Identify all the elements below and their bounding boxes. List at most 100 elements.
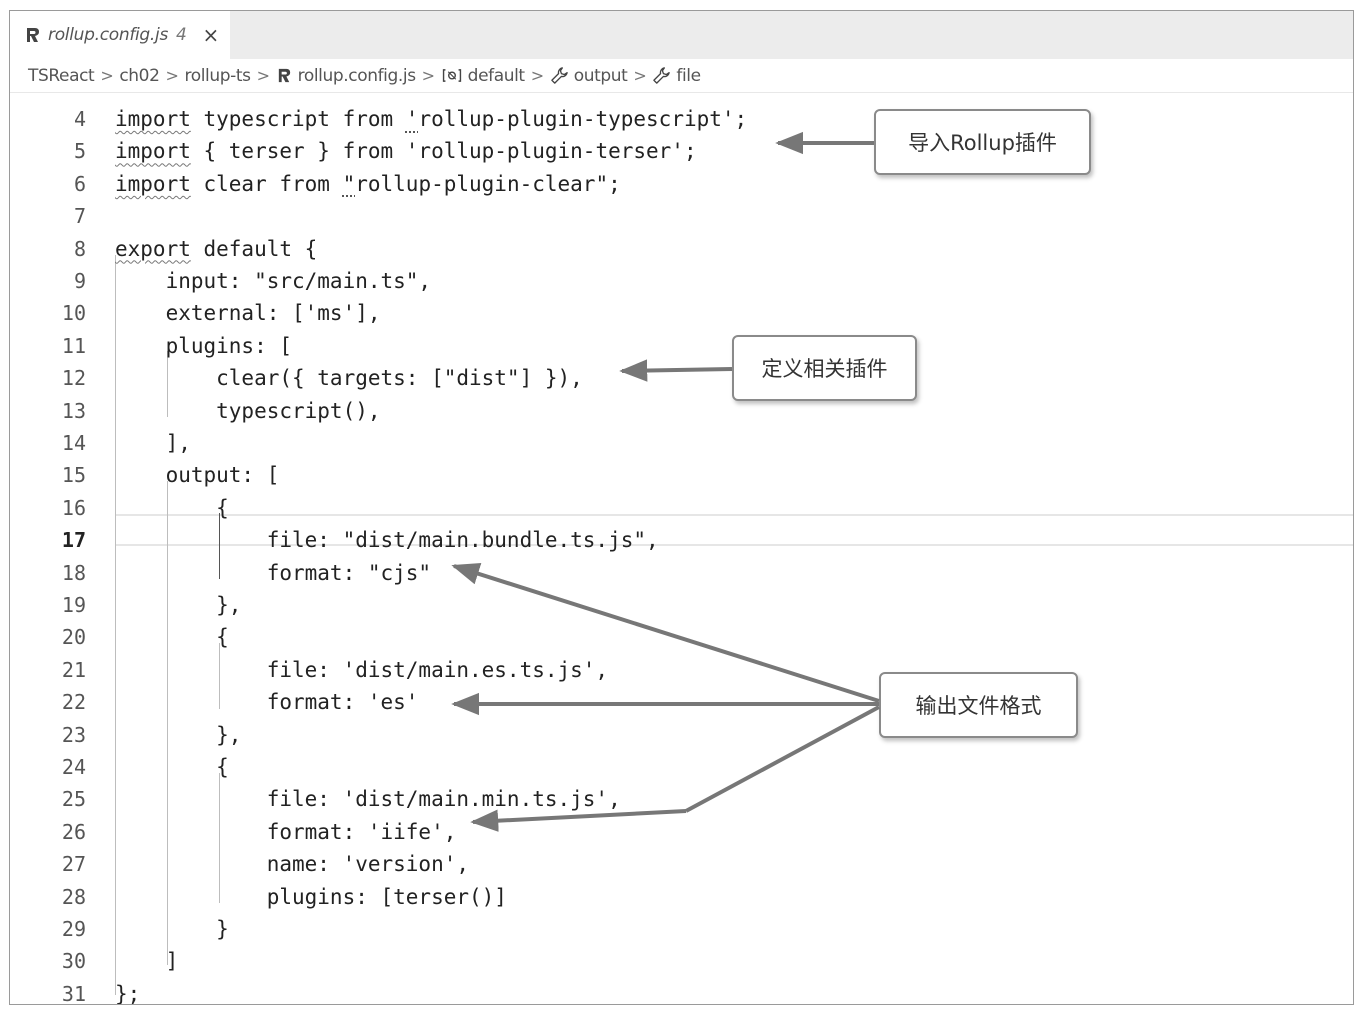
code-line[interactable]: 13 typescript(),: [10, 395, 1353, 427]
line-number: 14: [61, 431, 86, 455]
code-line[interactable]: 17 file: "dist/main.bundle.ts.js",: [10, 524, 1353, 556]
line-number: 6: [73, 171, 86, 196]
breadcrumb-item-file-property[interactable]: file: [652, 66, 701, 86]
code-text: ],: [115, 431, 191, 455]
code-line[interactable]: 8 export default {: [10, 233, 1353, 265]
line-number: 7: [73, 204, 86, 229]
code-text: };: [115, 981, 141, 1005]
line-number: 21: [61, 657, 86, 682]
line-number: 9: [73, 269, 86, 293]
callout-output-formats: 输出文件格式: [879, 672, 1078, 738]
line-number: 19: [61, 593, 86, 617]
code-text: export default {: [115, 236, 318, 261]
callout-import-plugins: 导入Rollup插件: [874, 109, 1091, 175]
code-line[interactable]: 7: [10, 200, 1353, 232]
breadcrumb-item-tsreact[interactable]: TSReact: [28, 65, 95, 86]
code-line[interactable]: 23 },: [10, 719, 1353, 751]
code-line[interactable]: 24 {: [10, 751, 1353, 783]
code-text: import clear from "rollup-plugin-clear";: [115, 171, 621, 196]
code-line[interactable]: 27 name: 'version',: [10, 848, 1353, 880]
indent-guide: [219, 643, 220, 709]
code-text: format: 'es': [115, 690, 419, 715]
breadcrumb-item-default[interactable]: default: [441, 66, 525, 86]
breadcrumb-item-output[interactable]: output: [550, 66, 628, 86]
line-number: 25: [61, 787, 86, 812]
code-line[interactable]: 10 external: ['ms'],: [10, 297, 1353, 329]
editor-window: rollup.config.js 4 × TSReact > ch02 > ro…: [9, 10, 1354, 1005]
code-text: name: 'version',: [115, 852, 470, 877]
code-text: file: "dist/main.bundle.ts.js",: [115, 528, 659, 553]
code-line[interactable]: 31};: [10, 978, 1353, 1005]
line-number: 12: [61, 366, 86, 391]
code-line[interactable]: 9 input: "src/main.ts",: [10, 265, 1353, 297]
line-number: 23: [61, 722, 86, 747]
code-text: external: ['ms'],: [115, 301, 381, 326]
chevron-right-icon: >: [256, 66, 270, 85]
code-line[interactable]: 21 file: 'dist/main.es.ts.js',: [10, 654, 1353, 686]
code-line[interactable]: 22 format: 'es': [10, 686, 1353, 718]
code-text: }: [115, 917, 229, 941]
line-number: 31: [61, 981, 86, 1005]
breadcrumb-item-file-label: rollup.config.js: [297, 65, 416, 86]
line-number: 8: [73, 236, 86, 261]
code-text: plugins: [terser()]: [115, 884, 507, 909]
code-line[interactable]: 18 format: "cjs": [10, 557, 1353, 589]
code-line[interactable]: 29 }: [10, 913, 1353, 945]
callout-define-plugins: 定义相关插件: [732, 335, 917, 401]
line-number: 29: [61, 917, 86, 941]
indent-guide: [219, 773, 220, 903]
line-number: 18: [61, 560, 86, 585]
code-text: output: [: [115, 463, 280, 488]
code-line[interactable]: 15 output: [: [10, 459, 1353, 491]
code-line[interactable]: 14 ],: [10, 427, 1353, 459]
line-number: 20: [61, 625, 86, 650]
indent-guide: [115, 255, 116, 995]
code-text: file: 'dist/main.es.ts.js',: [115, 657, 609, 682]
code-line[interactable]: 4 import typescript from 'rollup-plugin-t…: [10, 103, 1353, 135]
chevron-right-icon: >: [421, 66, 435, 85]
tab-label: rollup.config.js: [48, 25, 169, 45]
line-number: 4: [73, 107, 86, 131]
code-line[interactable]: 19 },: [10, 589, 1353, 621]
line-number: 30: [61, 949, 86, 974]
code-editor[interactable]: 4 import typescript from 'rollup-plugin-t…: [10, 95, 1353, 1004]
code-text: {: [115, 495, 229, 520]
code-line[interactable]: 26 format: 'iife',: [10, 816, 1353, 848]
code-line[interactable]: 25 file: 'dist/main.min.ts.js',: [10, 783, 1353, 815]
breadcrumb-item-file[interactable]: rollup.config.js: [276, 66, 416, 86]
chevron-right-icon: >: [633, 66, 647, 85]
line-number: 24: [61, 755, 86, 779]
line-number: 17: [61, 528, 86, 553]
code-text: format: "cjs": [115, 560, 432, 585]
tab-rollup-config[interactable]: rollup.config.js 4 ×: [10, 11, 230, 59]
indent-guide: [167, 481, 168, 965]
code-text: {: [115, 755, 229, 779]
code-line[interactable]: 6 import clear from "rollup-plugin-clear"…: [10, 168, 1353, 200]
rollup-file-icon: [27, 28, 39, 42]
code-line[interactable]: 28 plugins: [terser()]: [10, 881, 1353, 913]
chevron-right-icon: >: [100, 66, 114, 85]
line-number: 10: [61, 301, 86, 326]
line-number: 22: [61, 690, 86, 715]
code-text: import typescript from 'rollup-plugin-ty…: [115, 107, 748, 131]
code-text: typescript(),: [115, 398, 381, 423]
code-line[interactable]: 20 {: [10, 621, 1353, 653]
rollup-file-icon: [278, 68, 290, 83]
close-tab-button[interactable]: ×: [202, 23, 220, 47]
breadcrumb-item-output-label: output: [573, 65, 628, 86]
code-line[interactable]: 16 {: [10, 492, 1353, 524]
breadcrumb-item-default-label: default: [467, 65, 525, 86]
line-number: 13: [61, 398, 86, 423]
code-line[interactable]: 12 clear({ targets: ["dist"] }),: [10, 362, 1353, 394]
line-number: 11: [61, 333, 86, 358]
tab-bar: rollup.config.js 4 ×: [10, 11, 1353, 59]
code-text: format: 'iife',: [115, 819, 457, 844]
code-text: clear({ targets: ["dist"] }),: [115, 366, 583, 391]
code-line[interactable]: 30 ]: [10, 945, 1353, 977]
code-line[interactable]: 11 plugins: [: [10, 330, 1353, 362]
code-text: },: [115, 593, 242, 617]
code-text: input: "src/main.ts",: [115, 269, 432, 293]
breadcrumb-item-ch02[interactable]: ch02: [119, 65, 160, 86]
breadcrumb-item-rollup-ts[interactable]: rollup-ts: [184, 65, 251, 86]
